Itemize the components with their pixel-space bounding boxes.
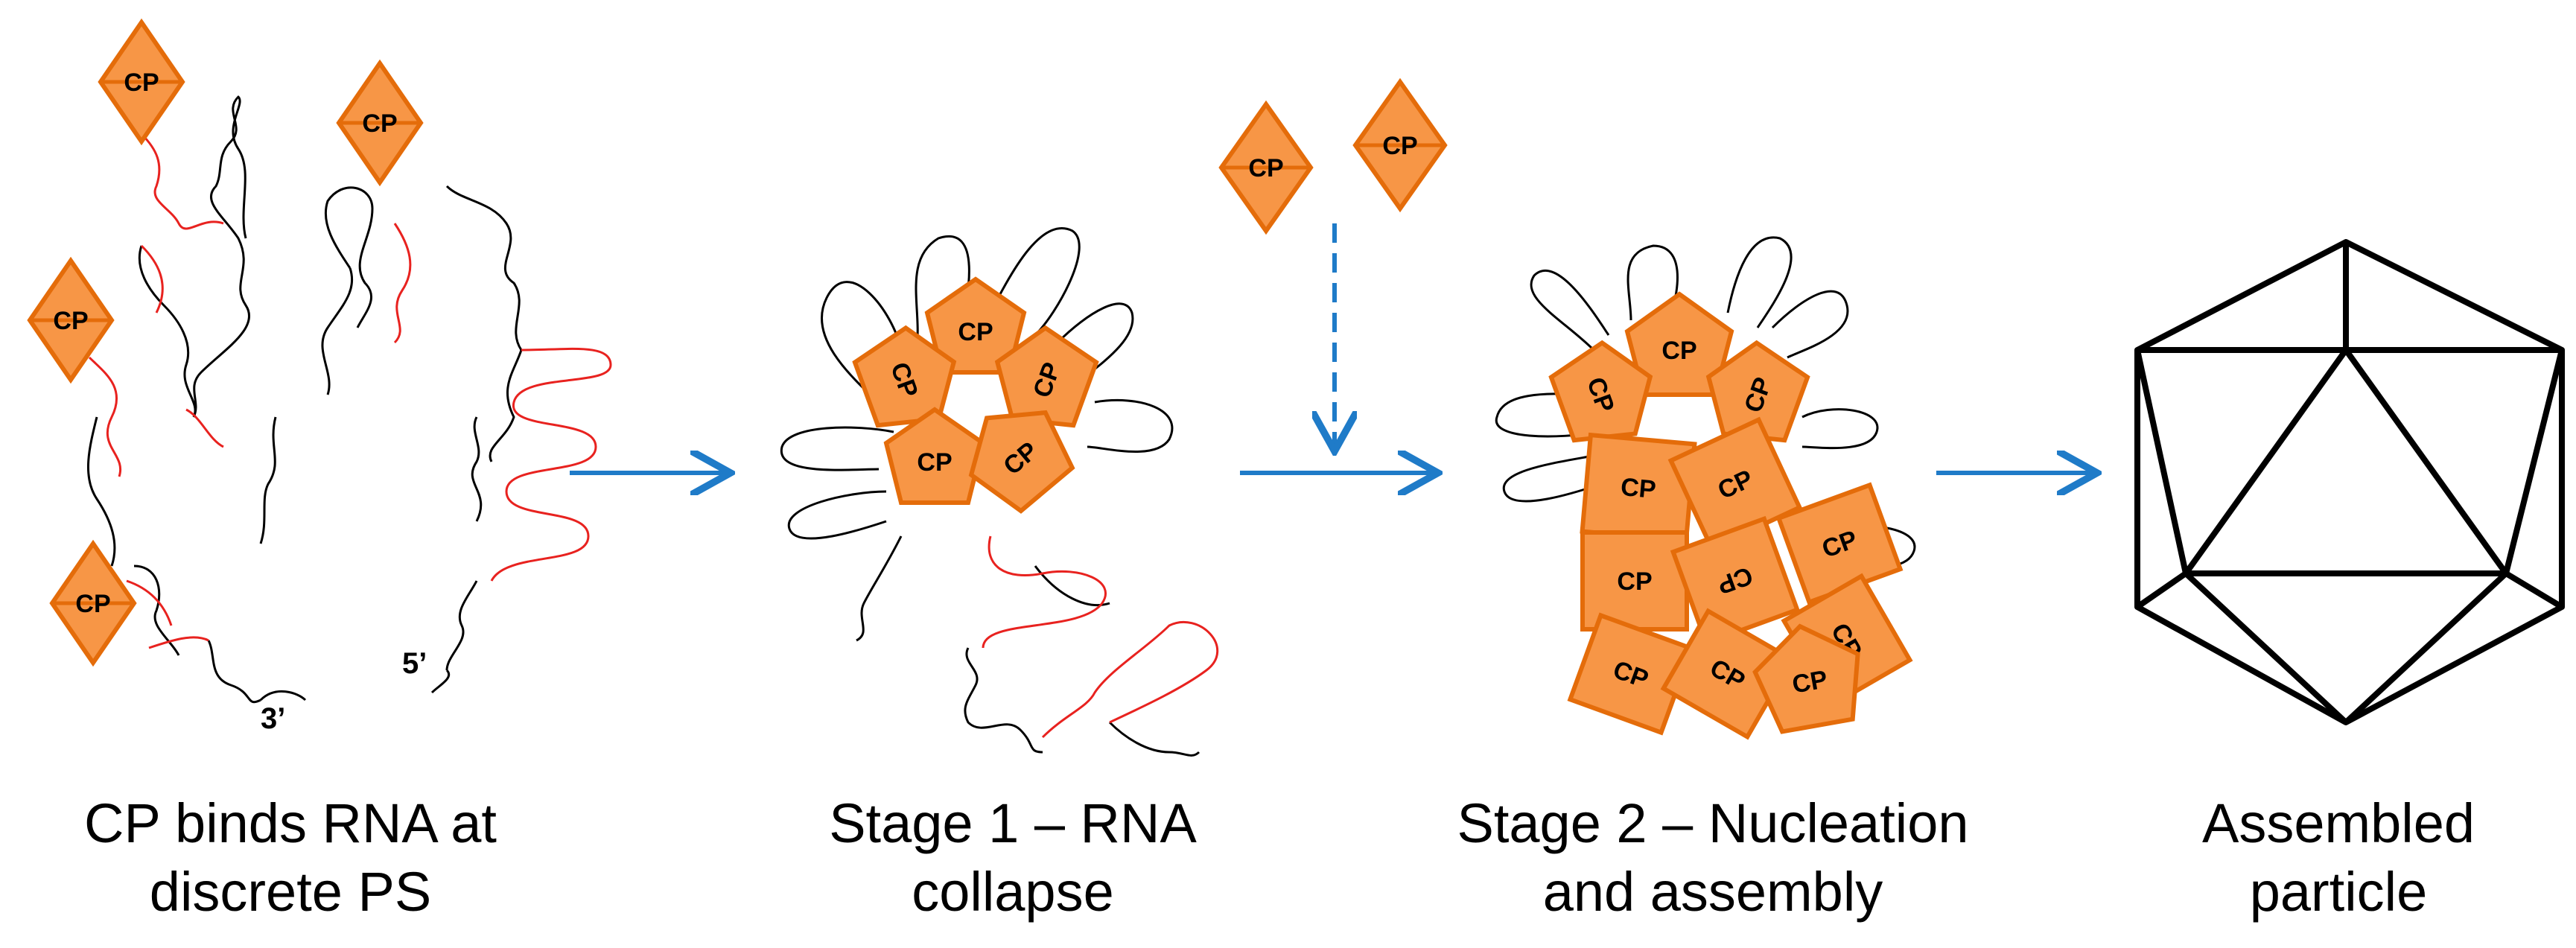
caption-line: Assembled bbox=[2201, 792, 2475, 854]
caption-rna-collapse: Stage 1 – RNA collapse bbox=[745, 789, 1281, 926]
cp-subunit: CP bbox=[1567, 612, 1695, 736]
cp-subunit: CP bbox=[98, 18, 185, 146]
cp-subunit: CP bbox=[1624, 291, 1734, 397]
cp-subunit: CP bbox=[1580, 530, 1689, 632]
cp-subunit: CP bbox=[1752, 623, 1860, 734]
cp-subunit: CP bbox=[883, 407, 986, 505]
svg-text:CP: CP bbox=[1382, 132, 1417, 160]
svg-text:CP: CP bbox=[1661, 337, 1696, 365]
svg-text:CP: CP bbox=[124, 69, 159, 97]
cp-subunit: CP bbox=[1352, 77, 1448, 213]
cp-subunit: CP bbox=[968, 410, 1075, 514]
free-cp-subunits: CP CP bbox=[1218, 77, 1448, 235]
cp-subunit: CP bbox=[1548, 340, 1653, 443]
panel-rna-collapse: CP CP CP CP CP bbox=[780, 227, 1219, 757]
caption-line: particle bbox=[2249, 861, 2428, 923]
svg-text:CP: CP bbox=[1248, 154, 1283, 182]
svg-text:CP: CP bbox=[362, 109, 397, 138]
caption-cp-binding: CP binds RNA at discrete PS bbox=[0, 789, 581, 926]
caption-line: and assembly bbox=[1542, 861, 1883, 923]
svg-text:CP: CP bbox=[1790, 665, 1830, 699]
svg-text:CP: CP bbox=[917, 448, 952, 477]
cp-subunit: CP bbox=[924, 276, 1027, 375]
rna-3-prime-label: 3’ bbox=[261, 702, 285, 735]
cp-subunit: CP bbox=[336, 59, 424, 187]
cp-partial-capsid: CP CP CP CP CP CP bbox=[1548, 291, 1913, 740]
caption-line: CP binds RNA at bbox=[84, 792, 497, 854]
rna-5-prime-label: 5’ bbox=[402, 647, 427, 680]
cp-subunit: CP bbox=[27, 256, 115, 384]
svg-text:CP: CP bbox=[1620, 473, 1657, 504]
svg-text:CP: CP bbox=[1617, 567, 1652, 596]
svg-text:CP: CP bbox=[958, 318, 993, 346]
caption-assembled-particle: Assembled particle bbox=[2115, 789, 2562, 926]
rna-nucleation-loops bbox=[1495, 236, 1916, 569]
svg-text:CP: CP bbox=[53, 307, 88, 335]
caption-nucleation-assembly: Stage 2 – Nucleation and assembly bbox=[1400, 789, 2026, 926]
cp-subunit: CP bbox=[1580, 432, 1697, 544]
svg-text:CP: CP bbox=[75, 590, 110, 618]
cp-subunit: CP bbox=[1705, 340, 1810, 443]
cp-subunit: CP bbox=[1218, 100, 1314, 235]
cp-subunit: CP bbox=[994, 325, 1099, 428]
cp-subunit: CP bbox=[1667, 416, 1803, 552]
rna-collapse-packaging-signal bbox=[982, 535, 1219, 739]
rna-collapsed-loops bbox=[780, 227, 1200, 757]
cp-subunit: CP bbox=[49, 539, 137, 667]
cp-pentamer: CP CP CP CP CP bbox=[852, 276, 1099, 514]
panel-cp-binding: CP CP CP CP 3’ 5’ bbox=[27, 18, 612, 735]
caption-line: Stage 2 – Nucleation bbox=[1457, 792, 1969, 854]
rna-strand-black bbox=[87, 95, 523, 704]
caption-line: collapse bbox=[912, 861, 1114, 923]
icosahedron-particle bbox=[2134, 239, 2565, 725]
rna-packaging-signals bbox=[88, 133, 612, 649]
caption-line: Stage 1 – RNA bbox=[829, 792, 1197, 854]
caption-line: discrete PS bbox=[149, 861, 432, 923]
panel-nucleation-assembly: CP CP CP CP CP CP bbox=[1495, 236, 1916, 740]
cp-subunit: CP bbox=[852, 325, 957, 428]
cp-subunit: CP bbox=[1775, 482, 1904, 605]
cp-subunit: CP bbox=[1670, 515, 1801, 646]
